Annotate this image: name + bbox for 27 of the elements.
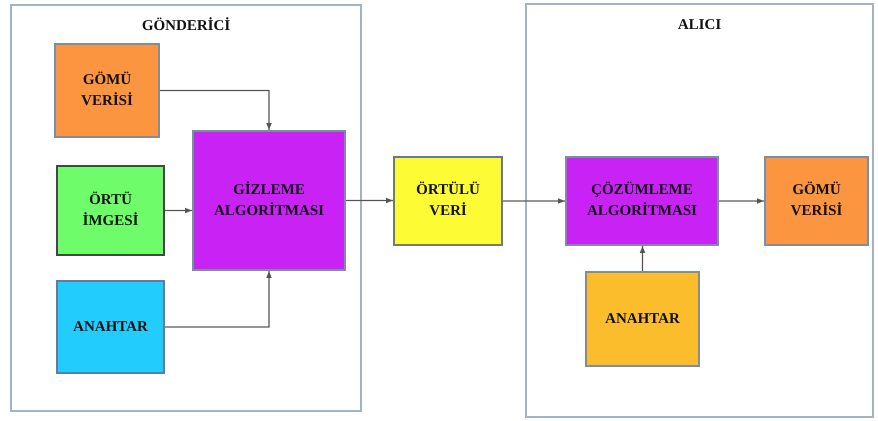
- process-box: [393, 156, 503, 246]
- arrow: [719, 198, 764, 204]
- group-title: GÖNDERİCİ: [140, 18, 232, 35]
- process-box: [764, 156, 869, 246]
- box-label: ÇÖZÜMLEME ALGORİTMASI: [586, 180, 698, 221]
- box-label: GİZLEME ALGORİTMASI: [212, 180, 326, 220]
- process-box: [54, 43, 160, 138]
- group-title: ALICI: [676, 17, 722, 34]
- process-box: [565, 156, 719, 246]
- box-label: ÖRTÜLÜ VERİ: [415, 180, 481, 221]
- box-label: GÖMÜ VERİSİ: [80, 70, 134, 110]
- arrow: [346, 198, 393, 204]
- arrow: [640, 246, 646, 271]
- group-frame: [525, 3, 874, 418]
- process-box: [192, 130, 346, 271]
- box-label: GÖMÜ VERİSİ: [790, 180, 844, 221]
- arrow: [160, 90, 272, 130]
- box-label: ANAHTAR: [604, 310, 681, 328]
- arrow: [503, 198, 565, 204]
- process-box: [585, 271, 700, 367]
- group-frame: [10, 4, 362, 412]
- arrow: [165, 208, 192, 214]
- arrow: [165, 271, 272, 328]
- box-label: ÖRTÜ İMGESİ: [82, 190, 140, 230]
- process-box: [56, 165, 165, 256]
- box-label: ANAHTAR: [72, 318, 149, 336]
- process-box: [56, 280, 165, 374]
